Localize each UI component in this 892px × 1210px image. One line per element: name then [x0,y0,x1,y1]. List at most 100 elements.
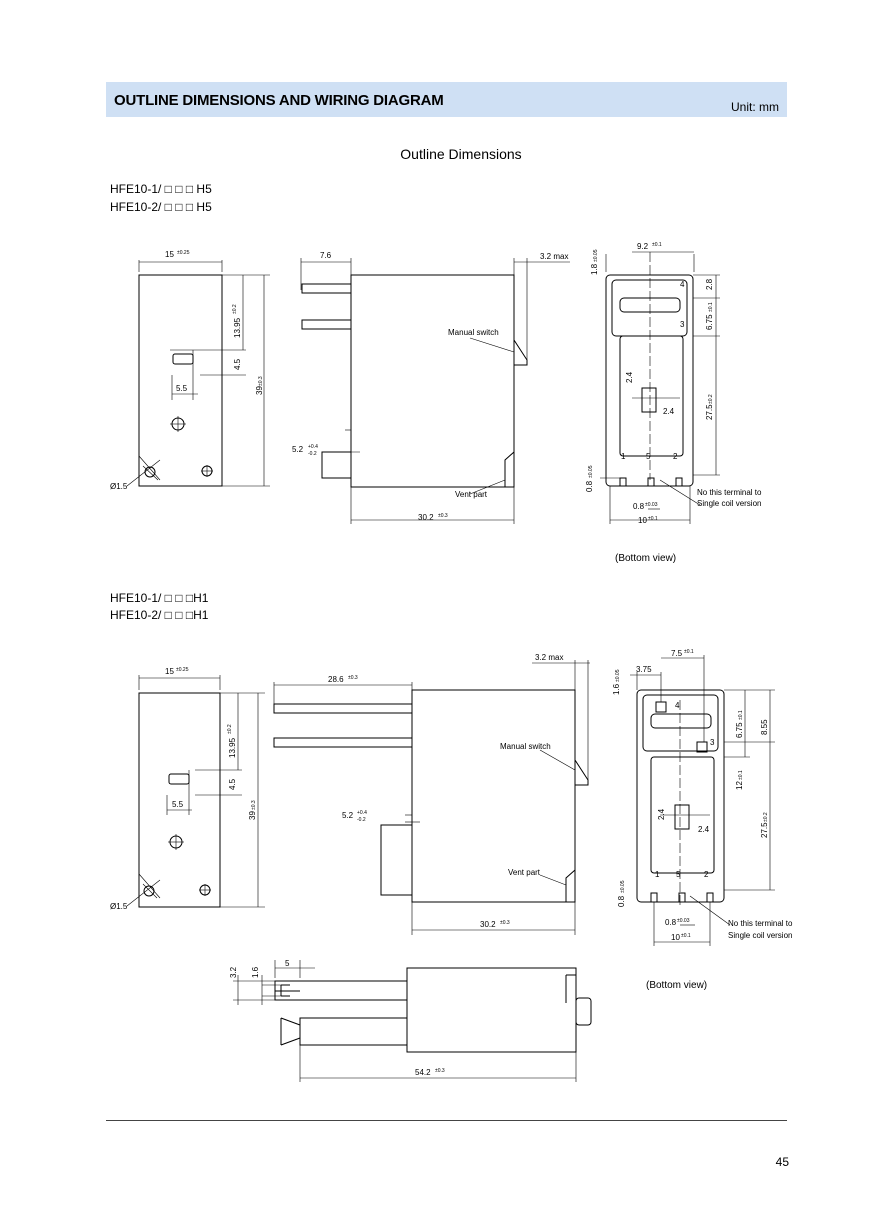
h5-bottom-terminal-2 [675,477,683,487]
h5-bottom-b2-tol: ±0.1 [648,516,658,522]
h5-front-d1-tol: ±0.2 [232,304,238,314]
h5-front-width-tol: ±0.25 [177,250,190,256]
h1-bottom-r4-tol: ±0.2 [763,812,769,822]
h5-side-bottom-tab [321,451,352,479]
h1-bottom-r1-tol: ±0.1 [738,710,744,720]
h1-bottom-top-tol: ±0.1 [684,649,694,655]
h1-bottom-pad-mid [696,741,708,753]
footer-divider [106,1120,787,1121]
h1-terminal-1-label: 1 [655,870,660,879]
h1-top-view [233,960,592,1082]
h1-bottom-left2-tol: ±0.05 [615,669,621,682]
h5-bottom-view [600,251,720,524]
page-number: 45 [775,1155,789,1169]
h5-terminal-1-label: 1 [621,452,626,461]
h1-side-d1-tol: ±0.3 [348,675,358,681]
h1-side-d2: 3.2 max [535,653,563,662]
h1-front-height: 39 [248,811,257,820]
h1-bottom-left2: 1.6 [612,683,621,695]
h5-front-body [138,274,223,487]
h1-bottom-b1-tol: ±0.03 [677,918,690,924]
h1-side-pin-lower [273,737,413,748]
h5-side-manual-label: Manual switch [448,328,499,337]
h1-terminal-2-label: 2 [704,870,709,879]
h1-bottom-note-2: Single coil version [728,931,792,940]
h1-bottom-top: 7.5 [671,649,683,658]
h5-bottom-top-tol: ±0.1 [652,242,662,248]
h1-front-d1: 13.95 [228,737,237,758]
h1-bottom-terminal-5 [678,892,686,903]
h5-bottom-c2: 2.4 [663,407,675,416]
h1-bottom-r3-tol: ±0.1 [738,770,744,780]
h5-bottom-lb-tol: ±0.05 [588,465,594,478]
h5-side-d1: 7.6 [320,251,332,260]
h5-bottom-r3-tol: ±0.2 [708,394,714,404]
h1-top-d2: 1.6 [251,966,260,978]
h1-front-d2: 4.5 [228,778,237,790]
h5-side-d3-tol-dn: -0.2 [308,451,317,457]
h5-bottom-lb: 0.8 [585,480,594,492]
h5-side-d3: 5.2 [292,445,304,454]
h1-bottom-c1: 2.4 [657,808,666,820]
h5-front-height: 39 [255,386,264,395]
h5-bottom-r2-tol: ±0.1 [708,302,714,312]
h1-front-height-tol: ±0.3 [251,800,257,810]
h1-bottom-r2: 8.55 [760,719,769,735]
h1-side-vent [565,869,576,902]
h5-terminal-5-label: 5 [646,452,651,461]
h5-bottom-note-2: Single coil version [697,499,761,508]
h1-bottom-c2: 2.4 [698,825,710,834]
h1-top-switch [575,997,592,1026]
h5-terminal-4-label: 4 [680,280,685,289]
h1-side-length-tol: ±0.3 [500,920,510,926]
h1-side-pin-upper [273,703,413,714]
h1-bottom-r4: 27.5 [760,822,769,838]
h1-front-d3: 5.5 [172,800,184,809]
h5-terminal-2-label: 2 [673,452,678,461]
header-unit: Unit: mm [731,100,779,114]
h5-bottom-b1-tol: ±0.03 [645,502,658,508]
h5-side-d3-tol-up: +0.4 [308,444,318,450]
h1-bottom-terminal-1 [650,892,658,903]
h1-top-length: 54.2 [415,1068,431,1077]
h1-model-1: HFE10-1/ □ □ □H1 [110,591,209,605]
h1-side-d3-tol-dn: -0.2 [357,817,366,823]
h1-front-width-tol: ±0.25 [176,667,189,673]
h1-bottom-r1: 6.75 [735,722,744,738]
h1-front-view [126,675,265,908]
h1-side-d3: 5.2 [342,811,354,820]
h1-front-switch-slot [168,773,190,785]
h1-bottom-caption: (Bottom view) [646,980,707,991]
h1-bottom-r3: 12 [735,781,744,790]
h5-bottom-r1: 2.8 [705,278,714,290]
h5-bottom-terminal-5 [647,477,655,487]
h1-top-length-tol: ±0.3 [435,1068,445,1074]
h5-side-d2: 3.2 max [540,252,568,261]
h5-bottom-top: 9.2 [637,242,649,251]
header-title: OUTLINE DIMENSIONS AND WIRING DIAGRAM [114,92,444,109]
h1-side-body [411,689,576,903]
h1-bottom-terminal-2 [706,892,714,903]
h5-front-d1: 13.95 [233,317,242,338]
h5-bottom-coil-pad [641,387,657,413]
h1-side-view [273,660,590,935]
h5-side-body [350,274,515,488]
h5-bottom-r2: 6.75 [705,314,714,330]
h5-side-pin-lower [301,319,352,330]
h1-side-d1: 28.6 [328,675,344,684]
section-header-bar: OUTLINE DIMENSIONS AND WIRING DIAGRAM Un… [106,82,787,117]
h1-terminal-3-label: 3 [710,738,715,747]
h1-model-2: HFE10-2/ □ □ □H1 [110,608,209,622]
h5-bottom-r3: 27.5 [705,404,714,420]
h1-bottom-b2: 10 [671,933,680,942]
h1-bottom-lb-tol: ±0.05 [620,880,626,893]
h1-bottom-note-1: No this terminal to [728,919,793,928]
h5-bottom-left-tol: ±0.05 [593,249,599,262]
h1-bottom-left1: 3.75 [636,665,652,674]
h1-bottom-view [630,655,775,946]
h1-top-pin-lower [299,1017,408,1046]
h1-top-d1: 3.2 [229,966,238,978]
h1-front-width: 15 [165,667,174,676]
h5-front-hole: Ø1.5 [110,482,128,491]
